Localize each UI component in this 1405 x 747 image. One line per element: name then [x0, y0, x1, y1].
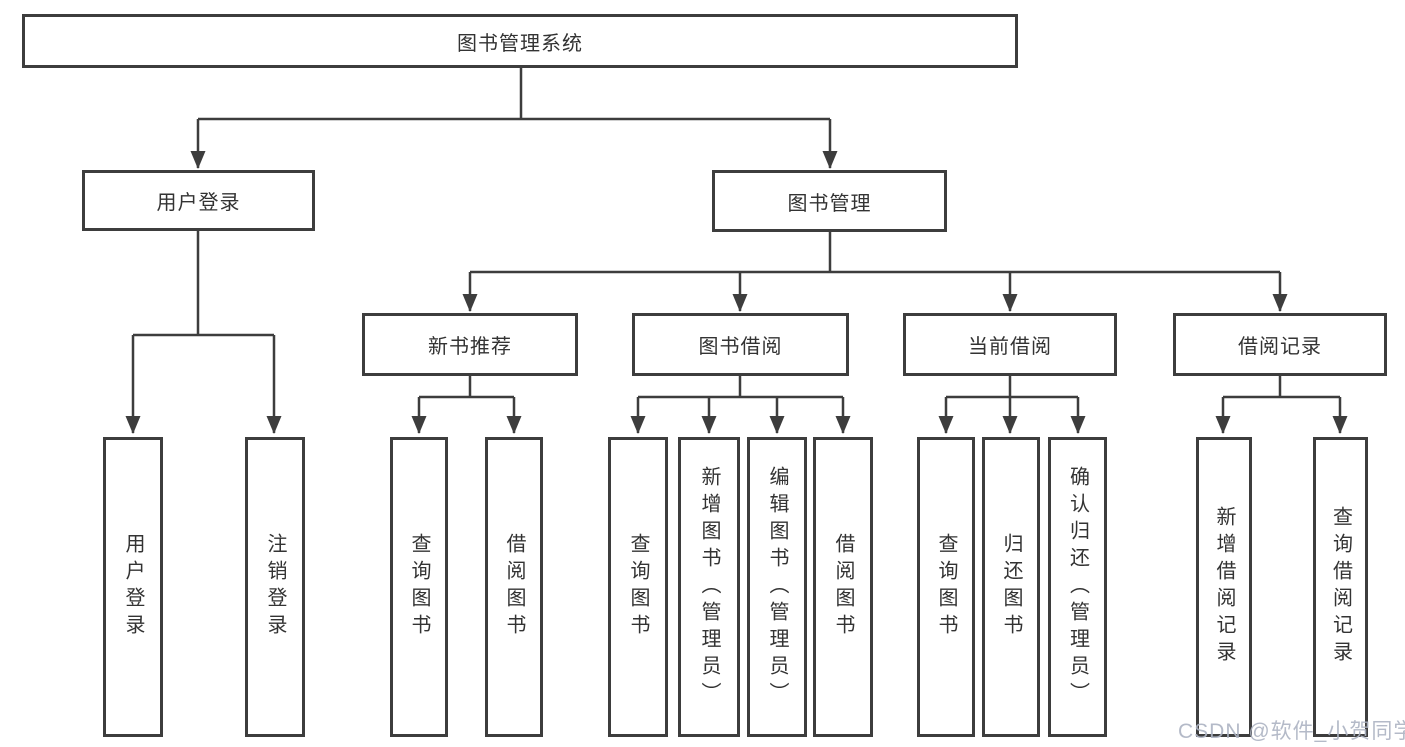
leaf-logout: 注销登录 [245, 437, 305, 737]
leaf-query-record: 查询借阅记录 [1313, 437, 1368, 737]
connector-user-login-trunk [133, 231, 274, 337]
leaf-add-book-label: 新增图书（管理员） [698, 465, 720, 709]
leaf-add-record-label: 新增借阅记录 [1213, 506, 1235, 668]
leaf-borrow-book-1: 借阅图书 [485, 437, 543, 737]
leaf-query-book-3: 查询图书 [917, 437, 975, 737]
leaf-user-login: 用户登录 [103, 437, 163, 737]
leaf-user-login-label: 用户登录 [122, 533, 144, 641]
leaf-confirm-return-label: 确认归还（管理员） [1066, 465, 1089, 709]
leaf-borrow-book-2-label: 借阅图书 [832, 533, 854, 641]
leaf-edit-book: 编辑图书（管理员） [747, 437, 807, 737]
connector-book-mgmt-trunk [470, 232, 1280, 274]
node-user-login-label: 用户登录 [156, 192, 241, 214]
node-borrow-records-label: 借阅记录 [1238, 336, 1322, 358]
leaf-query-book-1: 查询图书 [390, 437, 448, 737]
leaf-logout-label: 注销登录 [264, 533, 286, 641]
node-borrow-records: 借阅记录 [1173, 313, 1387, 376]
leaf-query-book-2-label: 查询图书 [627, 533, 649, 641]
node-book-mgmt-label: 图书管理 [787, 192, 872, 215]
leaf-query-record-label: 查询借阅记录 [1329, 506, 1352, 668]
leaf-return-book: 归还图书 [982, 437, 1040, 737]
leaf-add-book: 新增图书（管理员） [678, 437, 740, 737]
leaf-return-book-label: 归还图书 [1000, 533, 1022, 641]
leaf-borrow-book-1-label: 借阅图书 [503, 533, 525, 641]
node-book-borrow: 图书借阅 [632, 313, 849, 376]
connector-borrow-records-trunk [1223, 376, 1340, 399]
connector-root-trunk [198, 68, 830, 121]
connector-book-borrow-trunk [638, 376, 843, 399]
leaf-edit-book-label: 编辑图书（管理员） [766, 465, 788, 709]
leaf-query-book-1-label: 查询图书 [408, 533, 430, 641]
leaf-query-book-3-label: 查询图书 [935, 533, 957, 641]
watermark: CSDN @软件_小贺同学 [1178, 720, 1405, 743]
leaf-add-record: 新增借阅记录 [1196, 437, 1252, 737]
node-current-borrow: 当前借阅 [903, 313, 1117, 376]
leaf-confirm-return: 确认归还（管理员） [1048, 437, 1107, 737]
node-new-book-rec: 新书推荐 [362, 313, 578, 376]
node-book-borrow-label: 图书借阅 [698, 336, 783, 358]
leaf-borrow-book-2: 借阅图书 [813, 437, 873, 737]
connector-current-borrow-trunk [946, 376, 1078, 399]
node-new-book-rec-label: 新书推荐 [428, 336, 512, 358]
node-current-borrow-label: 当前借阅 [968, 336, 1052, 358]
node-book-mgmt: 图书管理 [712, 170, 947, 232]
node-root: 图书管理系统 [22, 14, 1018, 68]
node-root-label: 图书管理系统 [457, 32, 583, 55]
node-user-login: 用户登录 [82, 170, 315, 231]
leaf-query-book-2: 查询图书 [608, 437, 668, 737]
connector-new-book-rec-trunk [419, 376, 514, 399]
